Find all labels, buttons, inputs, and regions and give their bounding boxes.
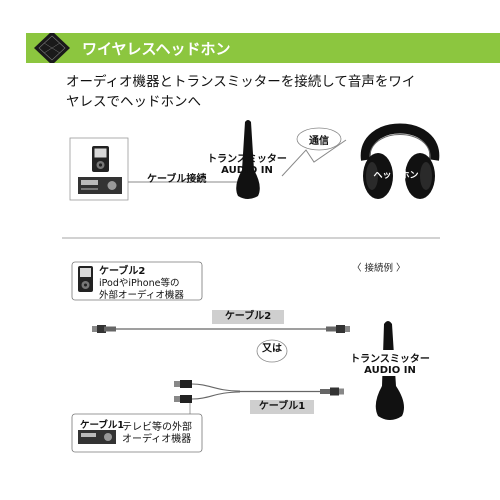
transmitter-icon bbox=[236, 120, 260, 199]
cable1-tag: ケーブル1 bbox=[250, 400, 314, 414]
headphones-icon bbox=[360, 123, 440, 199]
audio-equipment-icon bbox=[69, 137, 129, 201]
or-bubble bbox=[256, 339, 288, 363]
communication-label: 通信 bbox=[309, 136, 329, 147]
cable1-device-label: テレビ等の外部 オーディオ機器 bbox=[122, 422, 192, 446]
cable1-desc-1: テレビ等の外部 bbox=[122, 422, 192, 433]
transmitter-label-line2: AUDIO IN bbox=[221, 165, 273, 176]
cable2-desc-1: iPodやiPhone等の bbox=[99, 278, 180, 289]
transmitter-bottom-line2: AUDIO IN bbox=[364, 365, 416, 376]
connection-example-label: 〈 接続例 〉 bbox=[352, 263, 406, 274]
wireless-signal-icon bbox=[281, 139, 347, 177]
transmitter-bottom-label: トランスミッター AUDIO IN bbox=[348, 350, 432, 376]
intro-line-2: ヤレスでヘッドホンへ bbox=[66, 94, 201, 110]
or-label: 又は bbox=[262, 343, 282, 355]
transmitter-label-line1: トランスミッター bbox=[207, 154, 287, 165]
title-banner bbox=[26, 33, 500, 63]
ipod-device-box bbox=[71, 261, 203, 301]
cable2-desc-2: 外部オーディオ機器 bbox=[99, 290, 184, 301]
tv-device-box bbox=[71, 413, 203, 453]
transmitter-label: トランスミッター AUDIO IN bbox=[207, 150, 287, 176]
intro-line-1: オーディオ機器とトランスミッターを接続して音声をワイ bbox=[66, 74, 416, 90]
communication-bubble bbox=[296, 127, 342, 151]
cable1-name: ケーブル1 bbox=[80, 420, 125, 431]
transmitter-bottom-line1: トランスミッター bbox=[350, 354, 430, 365]
intro-text: オーディオ機器とトランスミッターを接続して音声をワイ ヤレスでヘッドホンへ bbox=[66, 72, 466, 112]
cable1-desc-2: オーディオ機器 bbox=[122, 434, 192, 445]
cable-2 bbox=[92, 325, 350, 333]
cable2-name: ケーブル2 bbox=[99, 266, 146, 277]
banner-title: ワイヤレスヘッドホン bbox=[82, 40, 231, 58]
cable-1 bbox=[174, 380, 344, 403]
banner-background bbox=[26, 33, 500, 63]
cable2-device-label: ケーブル2 iPodやiPhone等の 外部オーディオ機器 bbox=[99, 266, 184, 302]
cable-connection-label: ケーブル接続 bbox=[147, 174, 207, 185]
headphones-label: ヘッドホン bbox=[373, 171, 419, 181]
cable2-tag: ケーブル2 bbox=[212, 310, 284, 324]
